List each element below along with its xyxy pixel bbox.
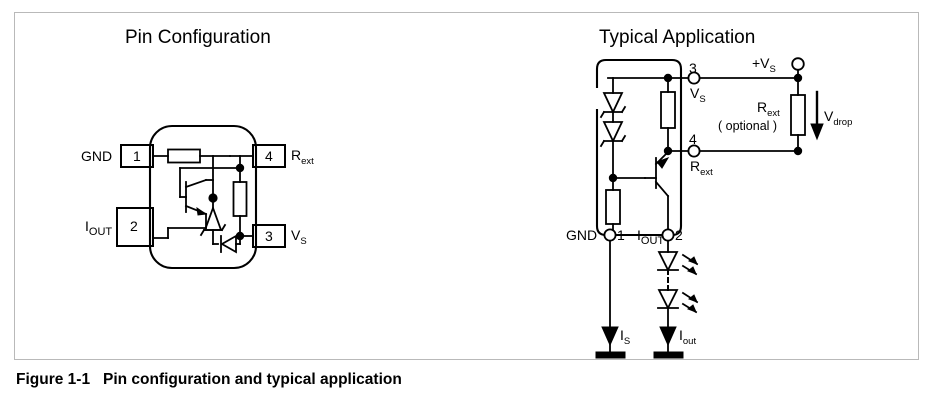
- pin-number-3-left: 3: [265, 228, 273, 244]
- figure-border: [14, 12, 919, 360]
- external-resistor-note: ( optional ): [718, 119, 778, 133]
- pin-configuration-title: Pin Configuration: [125, 27, 271, 48]
- pin-number-4-left: 4: [265, 148, 273, 164]
- app-pin-label-rext: Rext: [690, 158, 713, 178]
- app-pin-label-iout: IOUT: [637, 227, 665, 247]
- app-pin-number-1: 1: [617, 227, 625, 243]
- app-pin-label-gnd: GND: [566, 227, 598, 243]
- pin-number-1-left: 1: [133, 148, 141, 164]
- supply-terminal-label: +VS: [752, 55, 776, 75]
- pin-label-iout-left: IOUT: [85, 218, 113, 238]
- app-pin-label-vs: VS: [690, 85, 706, 105]
- vdrop-label: Vdrop: [824, 108, 853, 128]
- pin-label-gnd-left: GND: [81, 148, 113, 164]
- app-pin-number-4: 4: [689, 131, 697, 147]
- pin-number-2-left: 2: [130, 218, 138, 234]
- figure-caption: Figure 1-1 Pin configuration and typical…: [16, 371, 402, 388]
- current-out-label: Iout: [679, 327, 697, 347]
- pin-label-vs-left: VS: [291, 227, 307, 247]
- app-pin-number-3: 3: [689, 60, 697, 76]
- app-pin-number-2: 2: [675, 227, 683, 243]
- external-resistor-label: Rext: [757, 99, 780, 119]
- typical-application-title: Typical Application: [599, 27, 756, 48]
- pin-label-rext-left: Rext: [291, 147, 314, 167]
- current-supply-label: IS: [620, 327, 631, 347]
